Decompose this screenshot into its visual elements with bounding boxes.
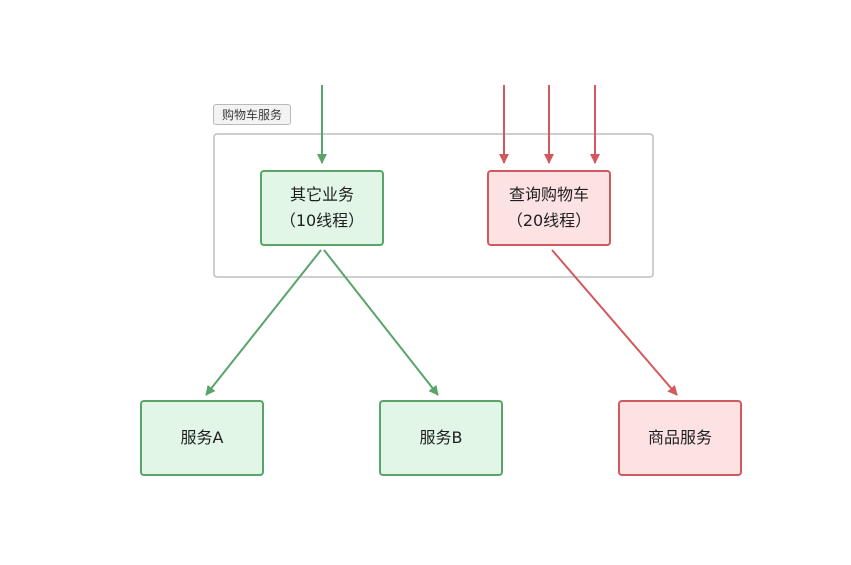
edge-other-business-to-service-b xyxy=(323,249,439,396)
product-service-node[interactable]: 商品服务 xyxy=(618,400,742,476)
other-business-node[interactable]: 其它业务 （10线程） xyxy=(260,170,384,246)
service-b-label: 服务B xyxy=(419,428,463,447)
cart-service-group-label: 购物车服务 xyxy=(213,104,291,125)
product-service-label: 商品服务 xyxy=(647,428,712,447)
edge-other-business-to-service-a xyxy=(205,249,322,396)
cart-service-group-border xyxy=(213,133,654,278)
service-a-label: 服务A xyxy=(180,428,224,447)
other-business-title: 其它业务 xyxy=(289,185,354,204)
query-cart-title: 查询购物车 xyxy=(508,185,589,204)
edge-query-cart-to-product-service xyxy=(551,249,678,396)
query-cart-node[interactable]: 查询购物车 （20线程） xyxy=(487,170,611,246)
query-cart-thread-count: （20线程） xyxy=(506,211,592,230)
service-a-node[interactable]: 服务A xyxy=(140,400,264,476)
other-business-thread-count: （10线程） xyxy=(279,211,365,230)
service-b-node[interactable]: 服务B xyxy=(379,400,503,476)
